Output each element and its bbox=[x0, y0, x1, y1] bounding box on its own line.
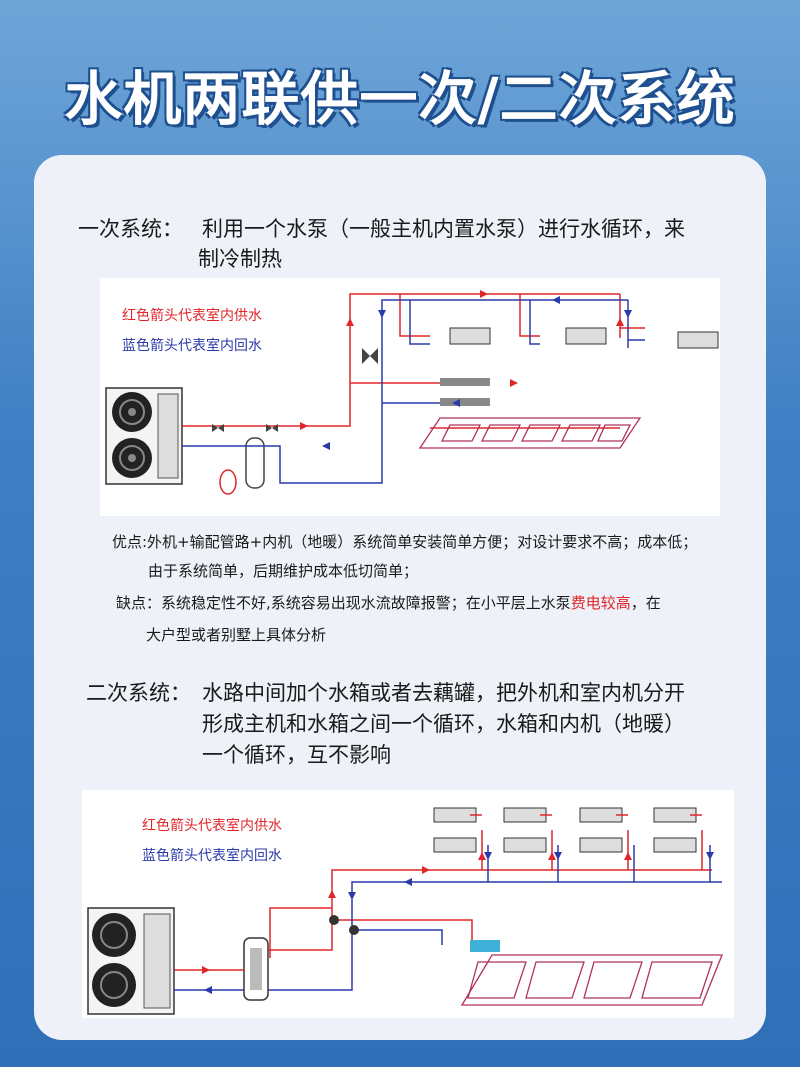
primary-label: 一次系统： bbox=[78, 217, 183, 241]
fan-icon bbox=[92, 963, 136, 1007]
return-pipes bbox=[174, 845, 722, 991]
floor-heating-coil-icon bbox=[418, 417, 642, 449]
return-arrows bbox=[204, 852, 714, 994]
secondary-system-heading: 二次系统： 水路中间加个水箱或者去藕罐，把外机和室内机分开 bbox=[86, 678, 746, 708]
primary-desc-line1: 利用一个水泵（一般主机内置水泵）进行水循环，来 bbox=[202, 217, 685, 241]
secondary-desc-line1: 水路中间加个水箱或者去藕罐，把外机和室内机分开 bbox=[202, 681, 685, 705]
secondary-legend-red: 红色箭头代表室内供水 bbox=[142, 817, 282, 834]
manifold-icon bbox=[470, 940, 500, 952]
fan-coil-unit bbox=[449, 327, 719, 349]
fan-coil-grid bbox=[433, 807, 697, 853]
cons-prefix: 缺点：系统稳定性不好,系统容易出现水流故障报警；在小平层上水泵 bbox=[116, 594, 571, 612]
page-title: 水机两联供一次/二次系统 bbox=[64, 65, 736, 133]
primary-system-diagram: 红色箭头代表室内供水 蓝色箭头代表室内回水 bbox=[100, 278, 720, 516]
return-arrows bbox=[322, 296, 632, 450]
outdoor-unit bbox=[105, 387, 183, 485]
cons-suffix: ，在 bbox=[630, 594, 661, 612]
manifold-icon bbox=[440, 378, 490, 386]
secondary-desc-line2: 形成主机和水箱之间一个循环，水箱和内机（地暖） bbox=[202, 712, 685, 736]
supply-arrows bbox=[202, 852, 632, 974]
tank-icon bbox=[245, 437, 265, 489]
floor-heating-coil-icon bbox=[460, 954, 723, 1006]
primary-system-heading: 一次系统： 利用一个水泵（一般主机内置水泵）进行水循环，来 bbox=[78, 214, 748, 244]
primary-pros-line2: 由于系统简单，后期维护成本低切简单； bbox=[148, 562, 419, 580]
expansion-tank-icon bbox=[219, 469, 237, 495]
manifold-icon bbox=[440, 398, 490, 406]
secondary-system-diagram: 红色箭头代表室内供水 蓝色箭头代表室内回水 bbox=[82, 790, 734, 1018]
secondary-desc-line3: 一个循环，互不影响 bbox=[202, 743, 391, 767]
primary-pros-line1: 优点:外机+输配管路+内机（地暖）系统简单安装简单方便；对设计要求不高；成本低； bbox=[112, 533, 698, 551]
secondary-label: 二次系统： bbox=[86, 681, 191, 705]
primary-cons-line1: 缺点：系统稳定性不好,系统容易出现水流故障报警；在小平层上水泵费电较高，在 bbox=[116, 589, 661, 618]
outdoor-unit bbox=[87, 907, 175, 1015]
pump-icon bbox=[349, 925, 359, 935]
primary-legend-red: 红色箭头代表室内供水 bbox=[122, 307, 262, 324]
primary-legend-blue: 蓝色箭头代表室内回水 bbox=[122, 337, 262, 354]
primary-diagram-svg: 红色箭头代表室内供水 蓝色箭头代表室内回水 bbox=[105, 290, 719, 495]
valve-icon bbox=[212, 348, 378, 432]
supply-arrows bbox=[300, 290, 624, 430]
cons-highlight: 费电较高 bbox=[570, 594, 631, 612]
pump-icon bbox=[329, 915, 339, 925]
secondary-legend-blue: 蓝色箭头代表室内回水 bbox=[142, 847, 282, 864]
fan-icon bbox=[92, 913, 136, 957]
primary-cons-line2: 大户型或者别墅上具体分析 bbox=[146, 626, 327, 644]
secondary-diagram-svg: 红色箭头代表室内供水 蓝色箭头代表室内回水 bbox=[87, 807, 723, 1015]
primary-desc-line2: 制冷制热 bbox=[198, 247, 282, 271]
